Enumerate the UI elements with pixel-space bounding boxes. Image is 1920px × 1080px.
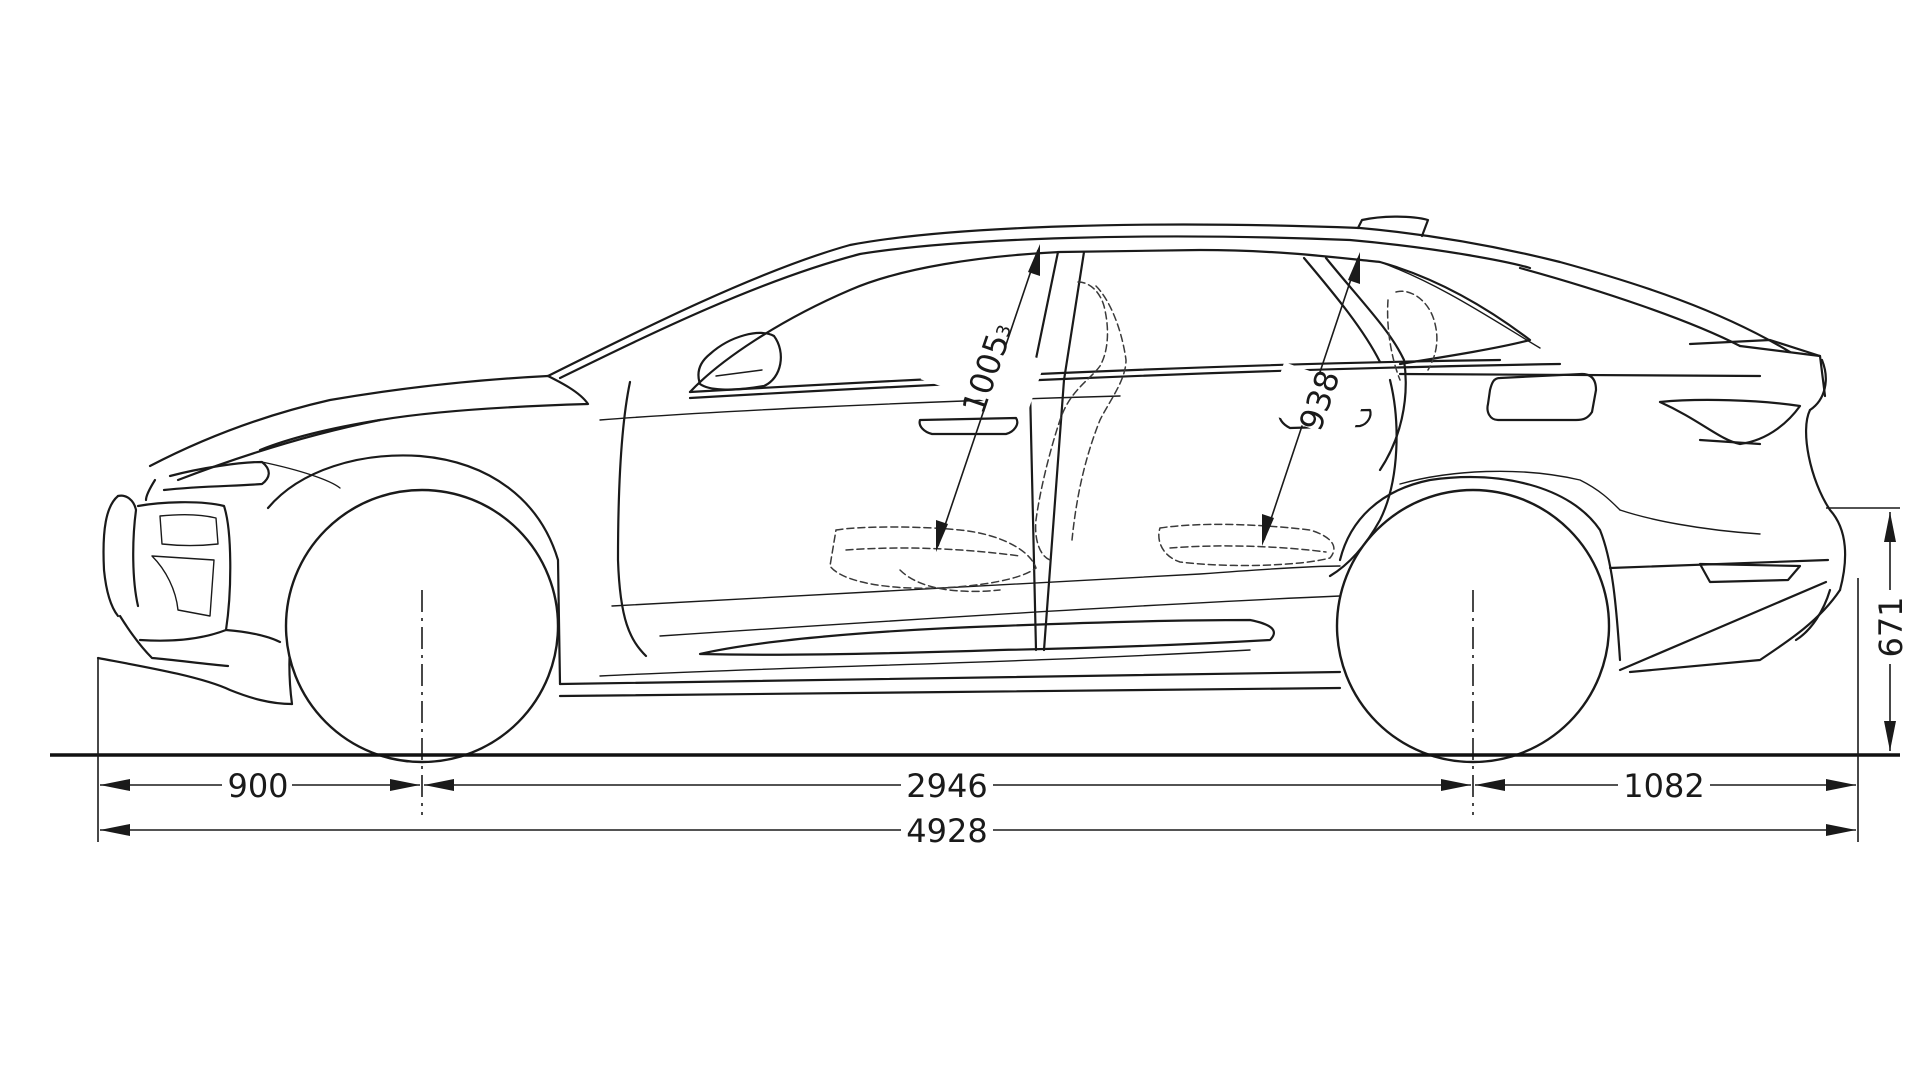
front-headroom-dimension: 10053 <box>920 244 1046 552</box>
overall-length-value: 4928 <box>906 812 987 850</box>
rear-overhang-value: 1082 <box>1623 767 1704 805</box>
rear-overhang-dimension: 1082 <box>1475 766 1856 805</box>
rear-headroom-dimension: 938 <box>1262 252 1368 546</box>
wheelbase-dimension: 2946 <box>424 766 1471 805</box>
front-overhang-dimension: 900 <box>100 766 420 805</box>
seat-outlines <box>829 281 1438 593</box>
rear-wheel <box>1335 488 1611 764</box>
wheelbase-value: 2946 <box>906 767 987 805</box>
front-overhang-value: 900 <box>227 767 288 805</box>
overall-length-dimension: 4928 <box>100 811 1856 850</box>
rear-height-value: 671 <box>1872 596 1910 657</box>
front-wheel <box>284 488 560 764</box>
rear-height-dimension: 671 <box>1871 512 1910 751</box>
